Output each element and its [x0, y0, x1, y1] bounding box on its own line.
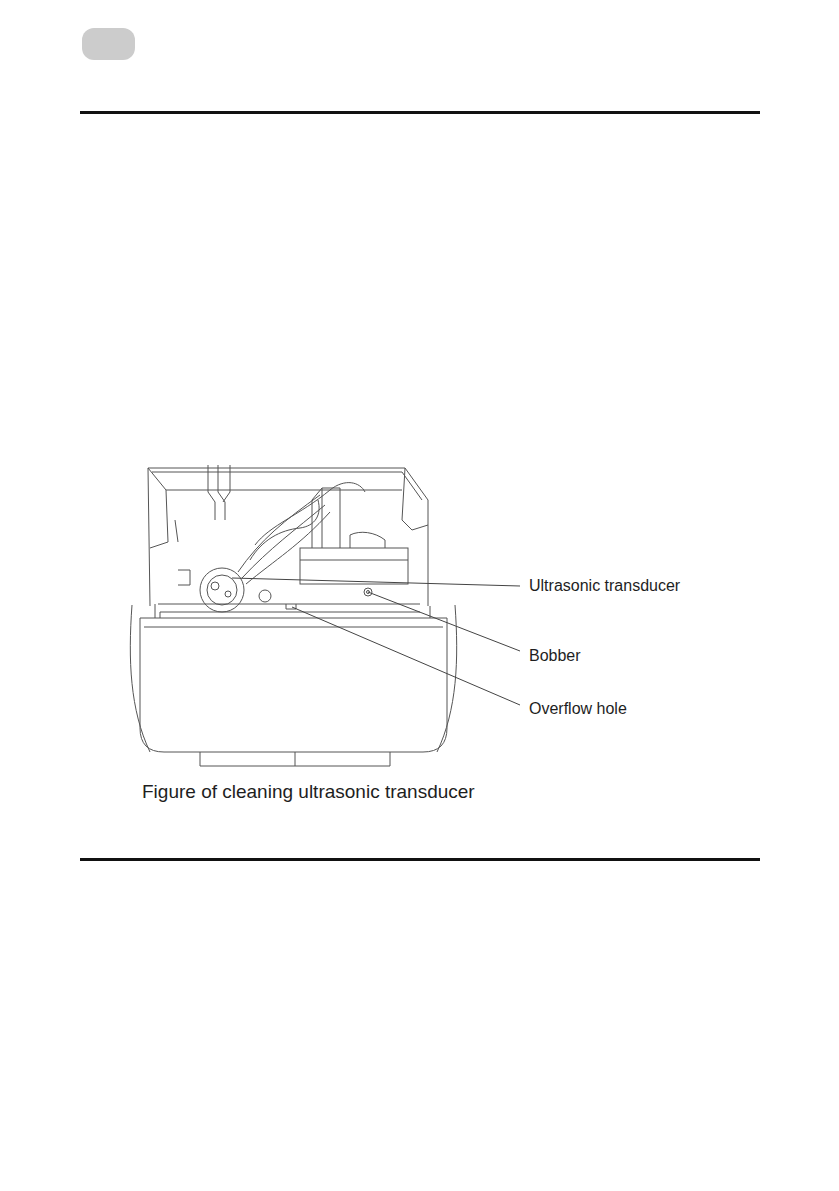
- figure-caption: Figure of cleaning ultrasonic transducer: [142, 781, 475, 804]
- leader-line: [232, 578, 520, 586]
- page-marker: [82, 28, 135, 60]
- part-label: Ultrasonic transducer: [529, 576, 680, 595]
- bottom-rule: [80, 858, 760, 861]
- leader-line: [292, 607, 520, 705]
- part-label: Bobber: [529, 646, 581, 665]
- leader-lines: [232, 578, 520, 705]
- humidifier-drawing: [130, 465, 456, 766]
- part-label: Overflow hole: [529, 699, 627, 718]
- top-rule: [80, 111, 760, 114]
- leader-line: [368, 592, 520, 651]
